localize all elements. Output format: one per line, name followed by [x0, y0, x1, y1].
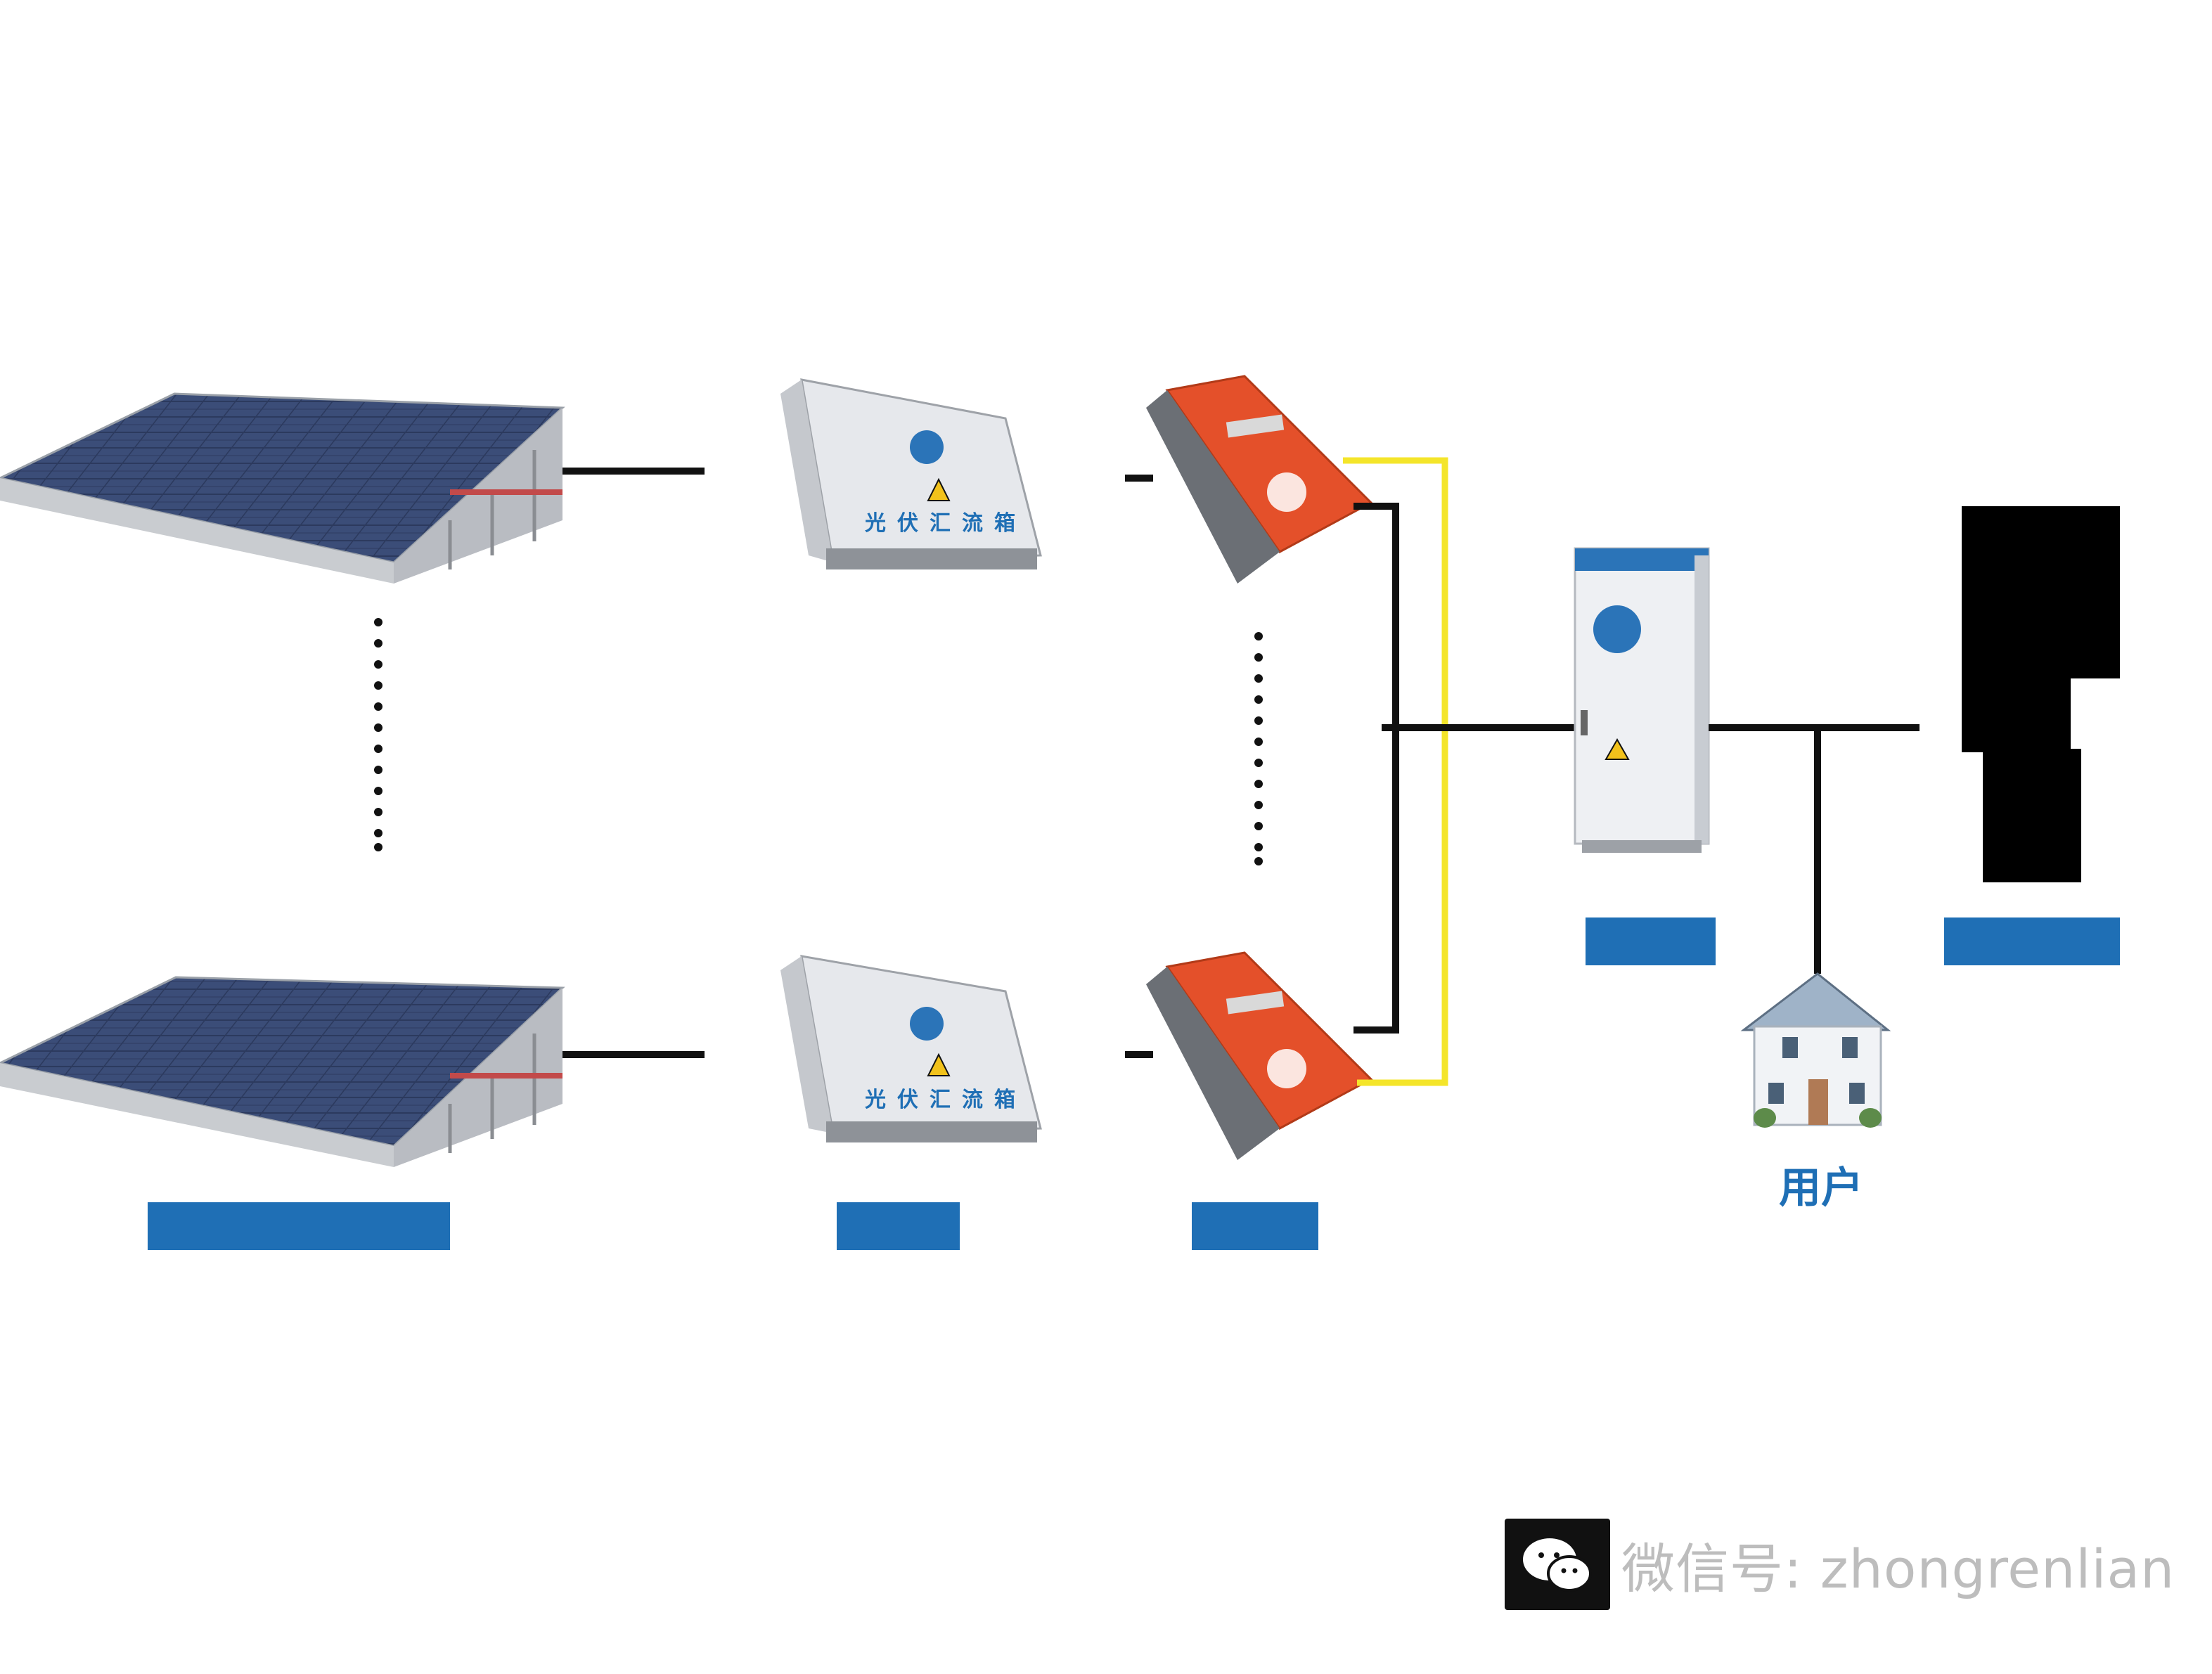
label-grid: [1944, 918, 2120, 965]
pv-array-bottom: [0, 976, 565, 1167]
combiner-bottom-panel-text: 光伏汇流箱: [865, 1088, 1027, 1112]
inverter-top: [1146, 375, 1373, 584]
combiner-top-panel-text: 光伏汇流箱: [865, 511, 1027, 536]
wire-inverter-bus: [1353, 503, 1399, 1034]
watermark-text: 微信号: zhongrenlian: [1621, 1538, 2175, 1600]
user-house-icon: [1740, 972, 1891, 1128]
label-combiner-box: [837, 1202, 960, 1250]
inverter-ellipsis-dots: [1254, 632, 1263, 865]
grid-cabinet: [1574, 547, 1710, 853]
label-user: 用户: [1779, 1164, 1863, 1213]
label-cabinet: [1586, 918, 1716, 965]
combiner-box-bottom: 光伏汇流箱: [780, 955, 1042, 1142]
label-pv-array: [148, 1202, 450, 1250]
wechat-icon: [1505, 1519, 1610, 1610]
wire-yellow-ac: [1343, 457, 1448, 1086]
combiner-box-top: 光伏汇流箱: [780, 378, 1042, 569]
array-ellipsis-dots: [374, 618, 382, 851]
grid-tower-icon: [1962, 506, 2120, 882]
inverter-bottom: [1146, 951, 1373, 1160]
pv-array-top: [0, 392, 565, 584]
wechat-watermark: 微信号: zhongrenlian: [1505, 1519, 2175, 1610]
label-inverter: [1192, 1202, 1318, 1250]
